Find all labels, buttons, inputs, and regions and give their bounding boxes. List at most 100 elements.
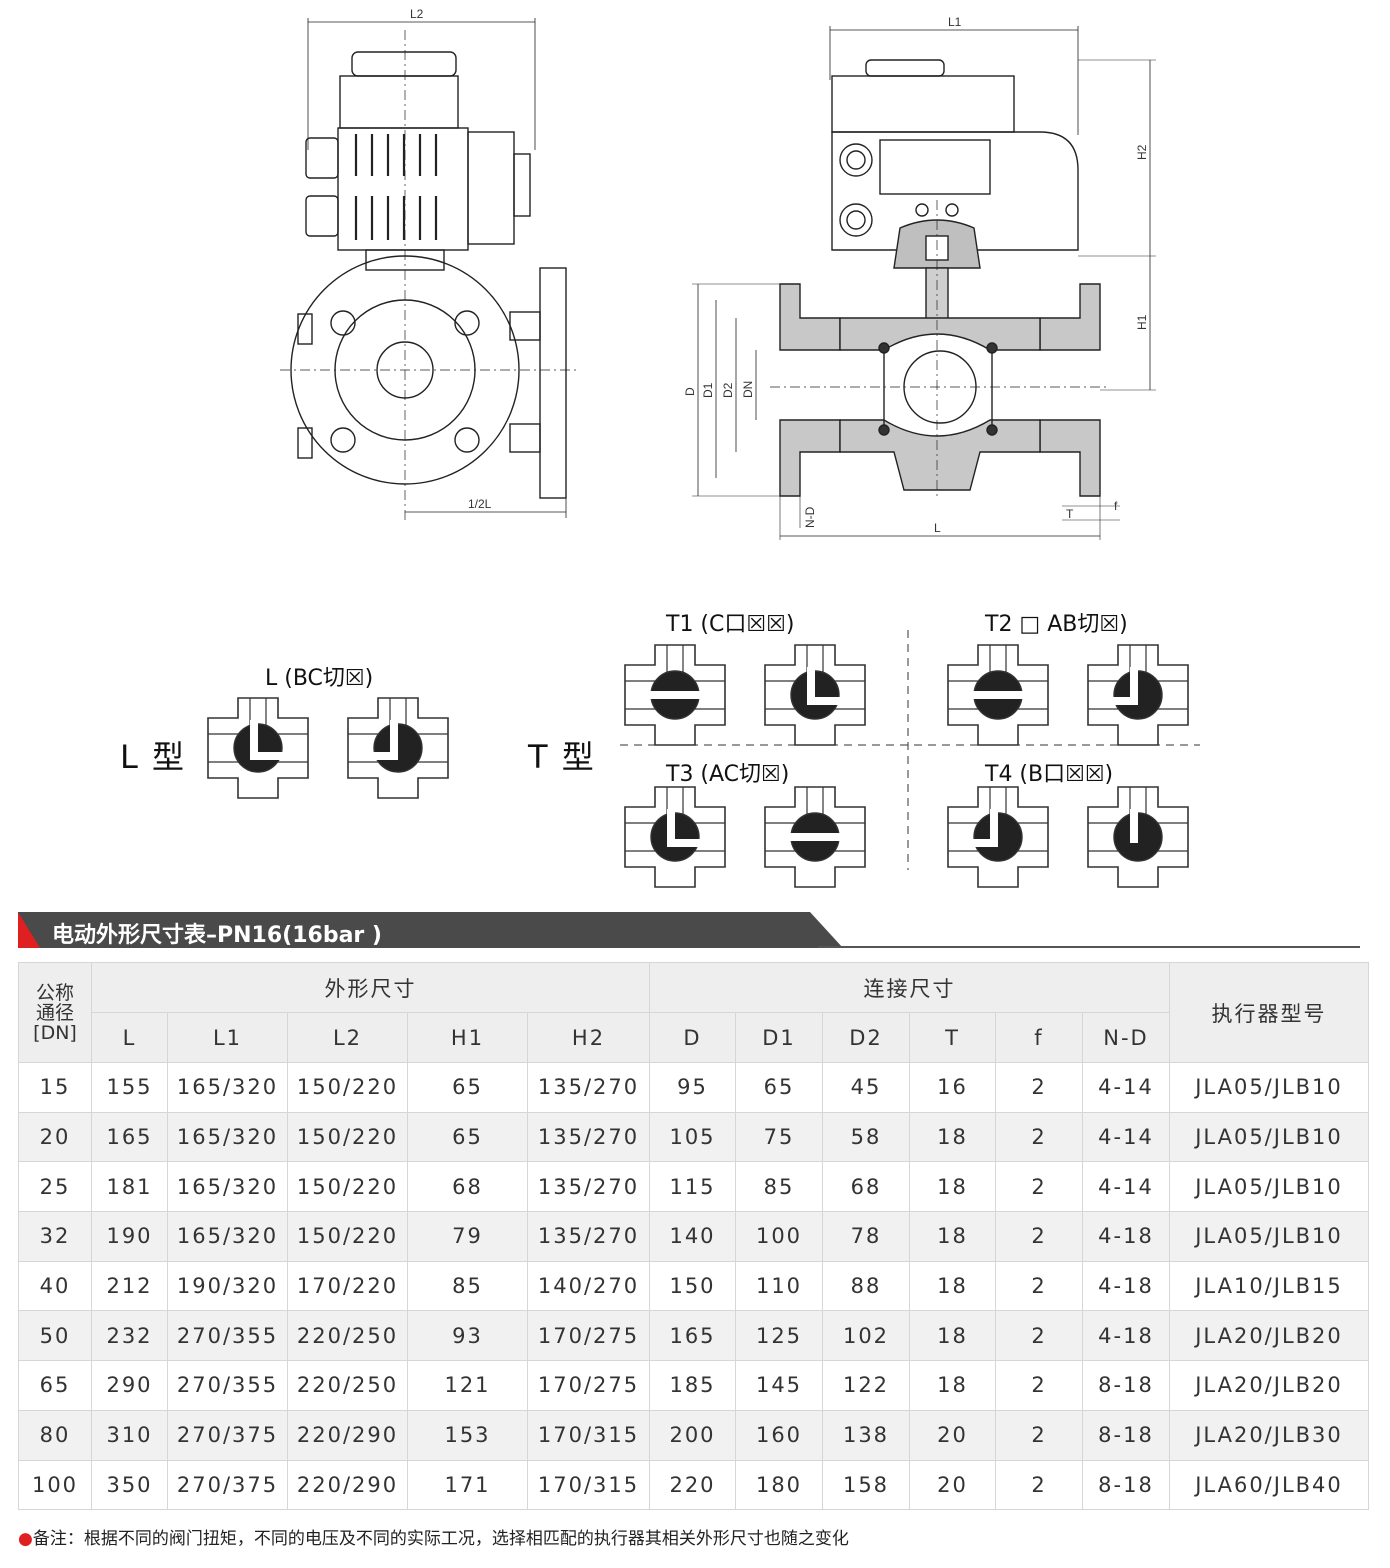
table-cell: 2 — [995, 1360, 1083, 1411]
cell-dn: 15 — [18, 1062, 92, 1113]
label-l: L — [934, 521, 941, 535]
table-cell: 185 — [649, 1360, 736, 1411]
table-cell: 4-18 — [1082, 1211, 1170, 1262]
column-header: D — [649, 1012, 736, 1063]
table-cell: 135/270 — [527, 1062, 650, 1113]
table-cell: 140/270 — [527, 1260, 650, 1312]
flow-pattern-section: L (BC切☒) L 型 T 型 T1 (C口☒☒) T2 □ AB切☒) T3… — [0, 590, 1390, 890]
table-cell: 18 — [909, 1211, 996, 1262]
label-h2: H2 — [1135, 144, 1149, 160]
cell-dn: 20 — [18, 1111, 92, 1163]
table-title: 电动外形尺寸表–PN16(16bar ) — [52, 923, 382, 948]
cell-dn: 40 — [18, 1260, 92, 1312]
table-cell: 310 — [91, 1409, 168, 1461]
column-header: N-D — [1082, 1012, 1170, 1063]
table-cell: 190/320 — [167, 1260, 288, 1312]
table-cell: 270/355 — [167, 1360, 288, 1411]
table-cell: 158 — [822, 1459, 910, 1511]
table-cell: 65 — [407, 1062, 528, 1113]
table-cell: 2 — [995, 1260, 1083, 1312]
table-cell: 45 — [822, 1062, 910, 1113]
cell-dn: 100 — [18, 1459, 92, 1511]
table-cell: 135/270 — [527, 1161, 650, 1213]
cell-actuator: JLA20/JLB20 — [1169, 1310, 1369, 1362]
cell-actuator: JLA60/JLB40 — [1169, 1459, 1369, 1511]
label-t-type: T 型 — [528, 738, 596, 776]
label-dn: DN — [741, 381, 755, 398]
table-cell: 270/375 — [167, 1409, 288, 1461]
cell-dn: 80 — [18, 1409, 92, 1461]
table-cell: 135/270 — [527, 1211, 650, 1262]
table-cell: 8-18 — [1082, 1409, 1170, 1461]
header-dn-line3: [DN] — [33, 1021, 77, 1044]
table-cell: 150 — [649, 1260, 736, 1312]
caption-l-bc: L (BC切☒) — [265, 666, 374, 691]
table-cell: 122 — [822, 1360, 910, 1411]
header-group-outer: 外形尺寸 — [91, 962, 650, 1013]
header-dn-line2: 通径 — [35, 1001, 74, 1024]
table-cell: 4-14 — [1082, 1062, 1170, 1113]
cell-actuator: JLA05/JLB10 — [1169, 1211, 1369, 1262]
table-cell: 65 — [407, 1111, 528, 1163]
table-cell: 18 — [909, 1360, 996, 1411]
table-cell: 18 — [909, 1260, 996, 1312]
table-cell: 181 — [91, 1161, 168, 1213]
table-cell: 200 — [649, 1409, 736, 1461]
cell-actuator: JLA10/JLB15 — [1169, 1260, 1369, 1312]
table-cell: 135/270 — [527, 1111, 650, 1163]
cell-actuator: JLA20/JLB30 — [1169, 1409, 1369, 1461]
table-cell: 68 — [822, 1161, 910, 1213]
header-actuator: 执行器型号 — [1169, 962, 1369, 1063]
header-dn: 公称 通径 [DN] — [18, 962, 92, 1063]
table-cell: 165/320 — [167, 1211, 288, 1262]
caption-t1: T1 (C口☒☒) — [666, 612, 795, 637]
table-cell: 171 — [407, 1459, 528, 1511]
note-text: 备注：根据不同的阀门扭矩，不同的电压及不同的实际工况，选择相匹配的执行器其相关外… — [32, 1529, 849, 1549]
table-cell: 18 — [909, 1161, 996, 1213]
cell-actuator: JLA05/JLB10 — [1169, 1062, 1369, 1113]
valve-technical-drawings: L2 1/2L L1 H2 H1 D D1 D2 DN N-D T f L — [280, 7, 1156, 540]
table-cell: 100 — [735, 1211, 823, 1262]
table-cell: 2 — [995, 1062, 1083, 1113]
table-cell: 2 — [995, 1161, 1083, 1213]
table-cell: 170/315 — [527, 1409, 650, 1461]
table-cell: 270/375 — [167, 1459, 288, 1511]
label-f: f — [1114, 499, 1118, 513]
table-cell: 105 — [649, 1111, 736, 1163]
table-cell: 150/220 — [287, 1111, 408, 1163]
table-cell: 2 — [995, 1459, 1083, 1511]
table-cell: 145 — [735, 1360, 823, 1411]
table-cell: 110 — [735, 1260, 823, 1312]
table-cell: 65 — [735, 1062, 823, 1113]
label-h1: H1 — [1135, 314, 1149, 330]
column-header: f — [995, 1012, 1083, 1063]
column-header: H1 — [407, 1012, 528, 1063]
cell-dn: 65 — [18, 1360, 92, 1411]
table-cell: 95 — [649, 1062, 736, 1113]
table-cell: 16 — [909, 1062, 996, 1113]
column-header: T — [909, 1012, 996, 1063]
table-cell: 170/220 — [287, 1260, 408, 1312]
table-cell: 4-18 — [1082, 1260, 1170, 1312]
cell-dn: 32 — [18, 1211, 92, 1262]
table-cell: 220/290 — [287, 1409, 408, 1461]
cell-actuator: JLA05/JLB10 — [1169, 1111, 1369, 1163]
table-cell: 165/320 — [167, 1062, 288, 1113]
table-cell: 190 — [91, 1211, 168, 1262]
header-group-connection: 连接尺寸 — [649, 962, 1170, 1013]
table-cell: 115 — [649, 1161, 736, 1213]
table-cell: 232 — [91, 1310, 168, 1362]
table-cell: 58 — [822, 1111, 910, 1163]
table-cell: 160 — [735, 1409, 823, 1461]
column-header: H2 — [527, 1012, 650, 1063]
table-cell: 4-14 — [1082, 1111, 1170, 1163]
table-cell: 170/275 — [527, 1360, 650, 1411]
table-cell: 153 — [407, 1409, 528, 1461]
